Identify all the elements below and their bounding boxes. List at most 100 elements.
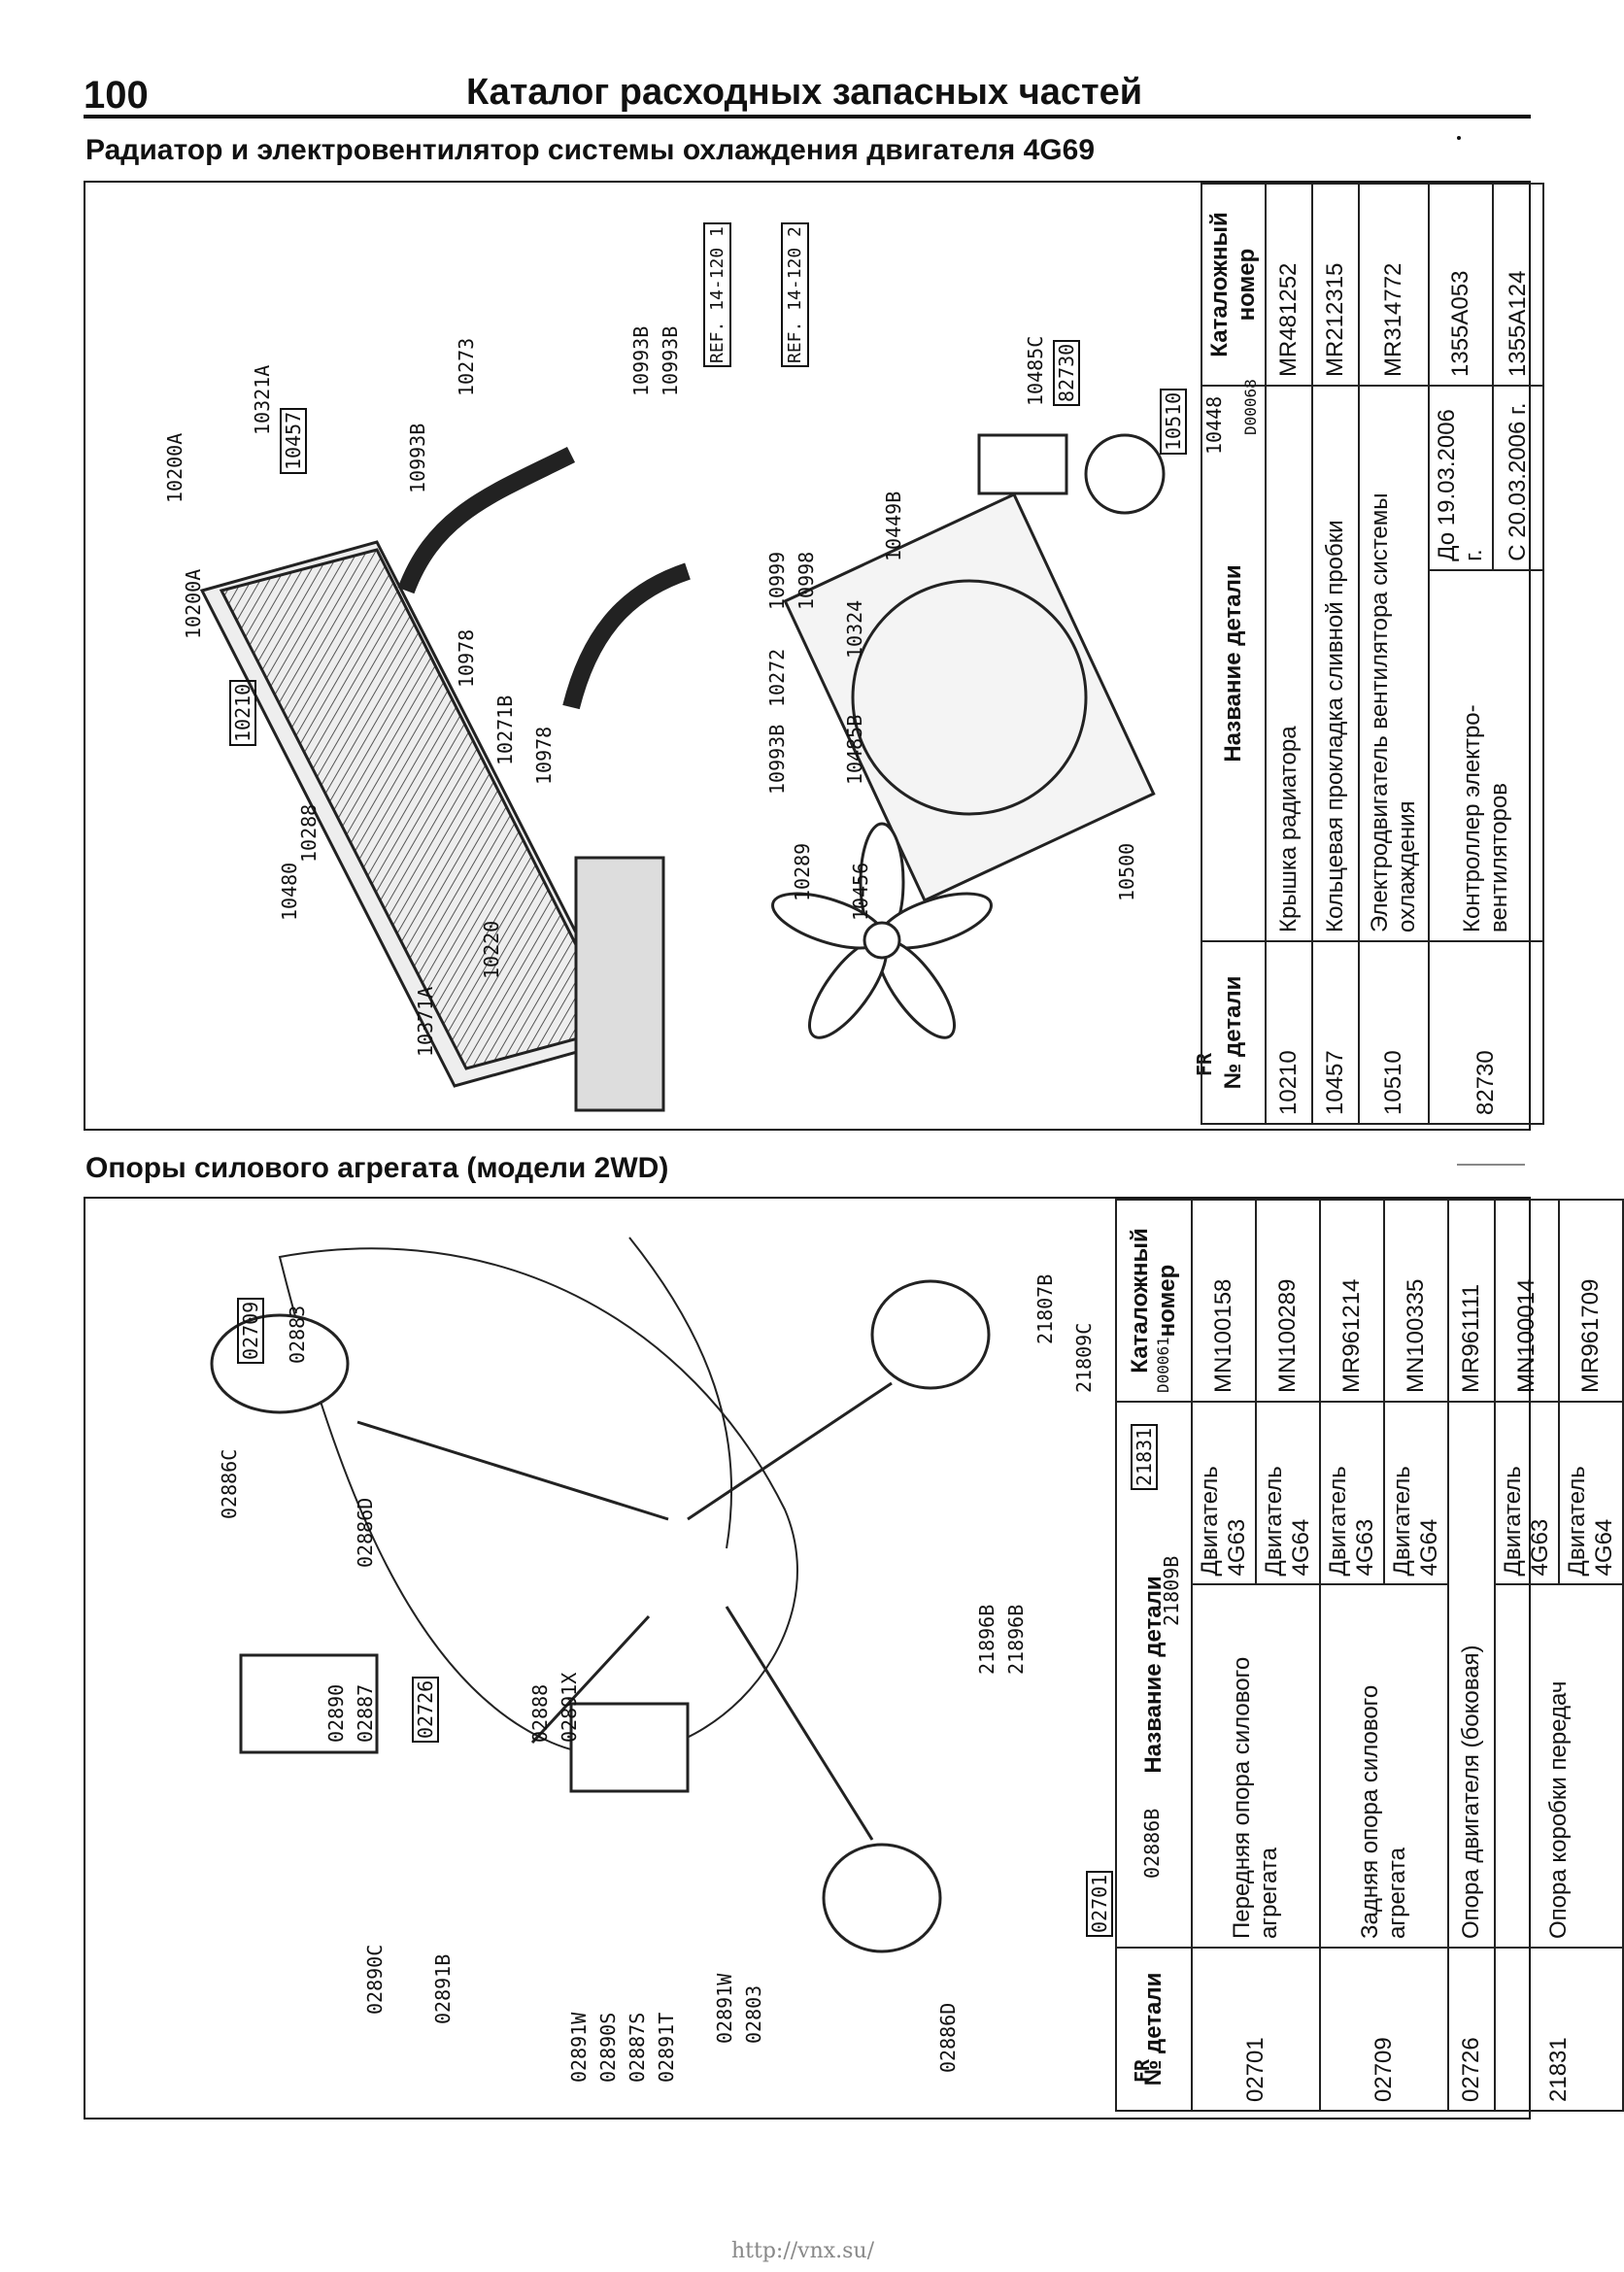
part-name: Передняя опора силового агрегата bbox=[1192, 1584, 1320, 1948]
callout-10220: 10220 bbox=[480, 920, 503, 979]
engine-mounts-diagram bbox=[210, 1237, 991, 1953]
callout-ref-2: REF. 14-120 2 bbox=[781, 222, 809, 367]
catalog-no: MR481252 bbox=[1266, 184, 1312, 386]
callout-10273: 10273 bbox=[455, 337, 478, 396]
callout-10371a: 10371A bbox=[414, 986, 437, 1057]
callout-10510: 10510 bbox=[1160, 388, 1187, 455]
section2-parts-table: № детали Название детали Каталожный номе… bbox=[1115, 1199, 1624, 2112]
part-subvariant: Двигатель 4G63 bbox=[1192, 1402, 1256, 1585]
rear-mount bbox=[210, 1313, 350, 1414]
section2-title: Опоры силового агрегата (модели 2WD) bbox=[85, 1152, 669, 1184]
part-subvariant: Двигатель 4G63 bbox=[1320, 1402, 1384, 1585]
part-no: 02701 bbox=[1192, 1948, 1320, 2111]
part-subvariant: Двигатель 4G64 bbox=[1559, 1402, 1623, 1585]
col-header-name: Название детали bbox=[1201, 386, 1266, 941]
section2-panel: 02709 02883 02886C 02886D 02726 02890 02… bbox=[84, 1197, 1623, 2119]
callout-02709: 02709 bbox=[237, 1297, 264, 1364]
part-name: Задняя опора силового агрегата bbox=[1320, 1584, 1448, 1948]
catalog-no: MR212315 bbox=[1312, 184, 1359, 386]
callout-21896b-a: 21896B bbox=[975, 1604, 998, 1675]
col-header-part-no: № детали bbox=[1201, 941, 1266, 1124]
callout-02726: 02726 bbox=[412, 1676, 439, 1743]
part-name: Крышка радиатора bbox=[1266, 386, 1312, 941]
part-no: 10510 bbox=[1359, 941, 1429, 1124]
callout-10457: 10457 bbox=[280, 407, 307, 474]
callout-02887s: 02887S bbox=[626, 2012, 649, 2083]
part-subvariant: Двигатель 4G63 bbox=[1495, 1402, 1559, 1585]
reservoir-tank bbox=[574, 856, 665, 1112]
callout-02891x: 02891X bbox=[558, 1672, 581, 1743]
part-subvariant: Двигатель 4G64 bbox=[1384, 1402, 1448, 1585]
callout-10999: 10999 bbox=[765, 551, 789, 610]
catalog-no: 1355A053 bbox=[1429, 184, 1493, 386]
fan-ring bbox=[851, 579, 1088, 816]
upper-hose bbox=[397, 446, 576, 594]
callout-10500: 10500 bbox=[1115, 842, 1138, 901]
radiator-diagram bbox=[199, 433, 1166, 1112]
bracket bbox=[569, 1702, 690, 1793]
callout-10200a: 10200A bbox=[163, 432, 186, 503]
front-mount bbox=[822, 1843, 942, 1953]
section1-title: Радиатор и электровентилятор системы охл… bbox=[85, 134, 1095, 166]
callout-10288: 10288 bbox=[297, 803, 321, 863]
col-header-name: Название детали bbox=[1116, 1402, 1192, 1948]
source-url[interactable]: http://vnx.su/ bbox=[730, 2239, 875, 2263]
callout-02890c: 02890C bbox=[363, 1944, 387, 2015]
part-name: Контроллер электро-вентиляторов bbox=[1429, 569, 1543, 941]
col-header-catalog: Каталожный номер bbox=[1201, 184, 1266, 386]
callout-10993b-c: 10993B bbox=[406, 423, 429, 493]
col-header-part-no: № детали bbox=[1116, 1948, 1192, 2111]
callout-ref-1: REF. 14-120 1 bbox=[703, 222, 731, 367]
engine-outline bbox=[278, 1247, 798, 1756]
catalog-title: Каталог расходных запасных частей bbox=[466, 72, 1143, 113]
part-name: Опора коробки передач bbox=[1495, 1584, 1623, 1948]
callout-02803: 02803 bbox=[742, 1984, 765, 2044]
callout-10210: 10210 bbox=[229, 679, 256, 746]
part-name: Электродвигатель вентилятора системы охл… bbox=[1359, 386, 1429, 941]
callout-02886c: 02886C bbox=[218, 1448, 241, 1519]
callout-10449b: 10449B bbox=[882, 491, 905, 561]
catalog-no: MR961214 bbox=[1320, 1200, 1384, 1402]
speck bbox=[1457, 136, 1461, 140]
part-no: 10457 bbox=[1312, 941, 1359, 1124]
catalog-no: MN100289 bbox=[1256, 1200, 1320, 1402]
section1-panel: 10200A 10200A 10321A 10457 10993B 10273 … bbox=[84, 181, 1543, 1131]
header-divider bbox=[84, 115, 1531, 119]
callout-02887: 02887 bbox=[354, 1683, 377, 1743]
fan-motor bbox=[1084, 433, 1166, 515]
callout-02890s: 02890S bbox=[596, 2012, 620, 2083]
callout: 10200A bbox=[182, 569, 205, 639]
callout-21809c: 21809C bbox=[1072, 1322, 1096, 1393]
part-no: 82730 bbox=[1429, 941, 1543, 1124]
part-name: Кольцевая прокладка сливной пробки bbox=[1312, 386, 1359, 941]
callout-10324: 10324 bbox=[843, 599, 866, 659]
part-subvariant: С 20.03.2006 г. bbox=[1493, 386, 1543, 570]
part-no: 02709 bbox=[1320, 1948, 1448, 2111]
catalog-no: MN100158 bbox=[1192, 1200, 1256, 1402]
callout-02883: 02883 bbox=[286, 1305, 309, 1364]
catalog-no: MN100335 bbox=[1384, 1200, 1448, 1402]
callout-02891b: 02891B bbox=[431, 1953, 455, 2024]
callout-21807b: 21807B bbox=[1033, 1273, 1057, 1344]
section1-parts-table: № детали Название детали Каталожный номе… bbox=[1201, 183, 1544, 1125]
callout-10993b-a: 10993B bbox=[629, 325, 653, 396]
lower-hose bbox=[562, 562, 691, 710]
callout-10272: 10272 bbox=[765, 648, 789, 707]
callout-10321a: 10321A bbox=[251, 364, 274, 435]
callout-02890: 02890 bbox=[324, 1683, 348, 1743]
callout-10271b: 10271B bbox=[493, 695, 517, 765]
part-name: Опора двигателя (боковая) bbox=[1448, 1402, 1495, 1948]
callout-02886d-b: 02886D bbox=[936, 2002, 960, 2073]
callout-10978-b: 10978 bbox=[532, 726, 556, 785]
callout-21896b-b: 21896B bbox=[1004, 1604, 1028, 1675]
catalog-no: 1355A124 bbox=[1493, 184, 1543, 386]
callout-82730: 82730 bbox=[1053, 339, 1080, 406]
callout-10993b-d: 10993B bbox=[765, 724, 789, 795]
fan-shroud bbox=[783, 492, 1156, 903]
part-subvariant: Двигатель 4G64 bbox=[1256, 1402, 1320, 1585]
callout-10485b: 10485B bbox=[843, 714, 866, 785]
callout-02701: 02701 bbox=[1086, 1870, 1113, 1937]
catalog-no: MR961709 bbox=[1559, 1200, 1623, 1402]
part-no: 21831 bbox=[1495, 1948, 1623, 2111]
part-no: 02726 bbox=[1448, 1948, 1495, 2111]
